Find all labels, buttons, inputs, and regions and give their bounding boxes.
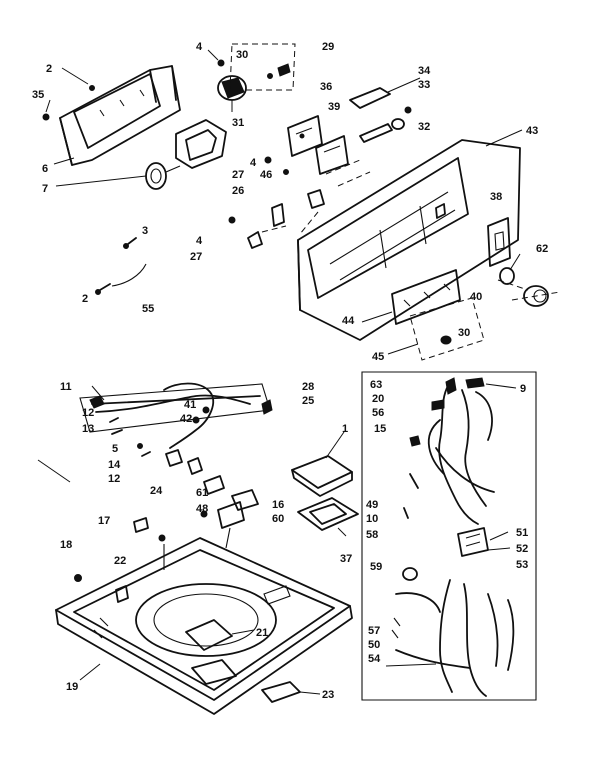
- switch-bracket: [287, 115, 349, 175]
- callout-39: 39: [328, 101, 340, 113]
- callout-56: 56: [372, 407, 384, 419]
- callout-3: 3: [142, 225, 148, 237]
- callout-17: 17: [98, 515, 110, 527]
- cabinet-fasteners: [74, 517, 166, 603]
- callout-29: 29: [322, 41, 334, 53]
- callout-38: 38: [490, 191, 502, 203]
- callout-52: 52: [516, 543, 528, 555]
- leader-lines: [37, 49, 523, 695]
- callout-63: 63: [370, 379, 382, 391]
- callout-50: 50: [368, 639, 380, 651]
- callout-9: 9: [520, 383, 526, 395]
- knob-clip-group: [229, 43, 296, 91]
- callout-4c: 4: [196, 235, 203, 247]
- dispenser-cups: [291, 455, 359, 531]
- timer-motor: [145, 119, 227, 190]
- callout-10: 10: [366, 513, 378, 525]
- callout-45: 45: [372, 351, 384, 363]
- wiring-harness-box: [361, 371, 537, 701]
- callout-53: 53: [516, 559, 528, 571]
- callout-5: 5: [112, 443, 118, 455]
- control-housing-bracket: [42, 65, 181, 166]
- callout-51: 51: [516, 527, 528, 539]
- callout-33: 33: [418, 79, 430, 91]
- callout-23: 23: [322, 689, 334, 701]
- callout-7: 7: [42, 183, 48, 195]
- callout-62: 62: [536, 243, 548, 255]
- callout-26: 26: [232, 185, 244, 197]
- callout-58: 58: [366, 529, 378, 541]
- callout-13: 13: [82, 423, 94, 435]
- callout-59: 59: [370, 561, 382, 573]
- callout-36: 36: [320, 81, 332, 93]
- callout-21: 21: [256, 627, 268, 639]
- callout-2b: 2: [82, 293, 88, 305]
- callout-25: 25: [302, 395, 314, 407]
- knob-45-group: [409, 297, 485, 361]
- cabinet-top: [55, 537, 353, 715]
- callout-28: 28: [302, 381, 314, 393]
- callout-12a: 12: [82, 407, 94, 419]
- console-panel: [297, 139, 521, 341]
- callout-57: 57: [368, 625, 380, 637]
- callout-41: 41: [184, 399, 196, 411]
- callout-12b: 12: [108, 473, 120, 485]
- callout-4a: 4: [196, 41, 203, 53]
- callout-22: 22: [114, 555, 126, 567]
- callout-55: 55: [142, 303, 154, 315]
- wire-clip-parts: [95, 237, 147, 295]
- callout-18: 18: [60, 539, 72, 551]
- lower-panel: [391, 267, 561, 325]
- callout-24: 24: [150, 485, 163, 497]
- callout-37: 37: [340, 553, 352, 565]
- callout-46: 46: [260, 169, 272, 181]
- callout-54: 54: [368, 653, 381, 665]
- callout-60: 60: [272, 513, 284, 525]
- callout-42: 42: [180, 413, 192, 425]
- callout-11: 11: [60, 381, 72, 393]
- callout-61: 61: [196, 487, 208, 499]
- callout-6: 6: [42, 163, 48, 175]
- callout-14: 14: [108, 459, 121, 471]
- callout-16: 16: [272, 499, 284, 511]
- callout-30a: 30: [236, 49, 248, 61]
- callout-4b: 4: [250, 157, 257, 169]
- callout-32: 32: [418, 121, 430, 133]
- callout-35: 35: [32, 89, 44, 101]
- callout-49: 49: [366, 499, 378, 511]
- callout-44: 44: [342, 315, 355, 327]
- callout-31: 31: [232, 117, 244, 129]
- callout-43: 43: [526, 125, 538, 137]
- callout-1: 1: [342, 423, 348, 435]
- callout-27b: 27: [190, 251, 202, 263]
- push-switch: [349, 87, 412, 143]
- top-wiring-assembly: [79, 382, 273, 449]
- fasteners-lower-left: [109, 417, 203, 475]
- callout-27a: 27: [232, 169, 244, 181]
- callout-2a: 2: [46, 63, 52, 75]
- valve-parts: [200, 475, 259, 549]
- callout-48: 48: [196, 503, 208, 515]
- callout-19: 19: [66, 681, 78, 693]
- callout-30b: 30: [458, 327, 470, 339]
- timer-knob: [217, 59, 247, 101]
- callout-20: 20: [372, 393, 384, 405]
- callout-15: 15: [374, 423, 386, 435]
- fasteners-upper: [228, 156, 325, 249]
- callout-labels: 2 35 6 7 4 30 29 31 36 39 34 33 32 43 4 …: [32, 41, 548, 701]
- callout-40: 40: [470, 291, 482, 303]
- callout-34: 34: [418, 65, 431, 77]
